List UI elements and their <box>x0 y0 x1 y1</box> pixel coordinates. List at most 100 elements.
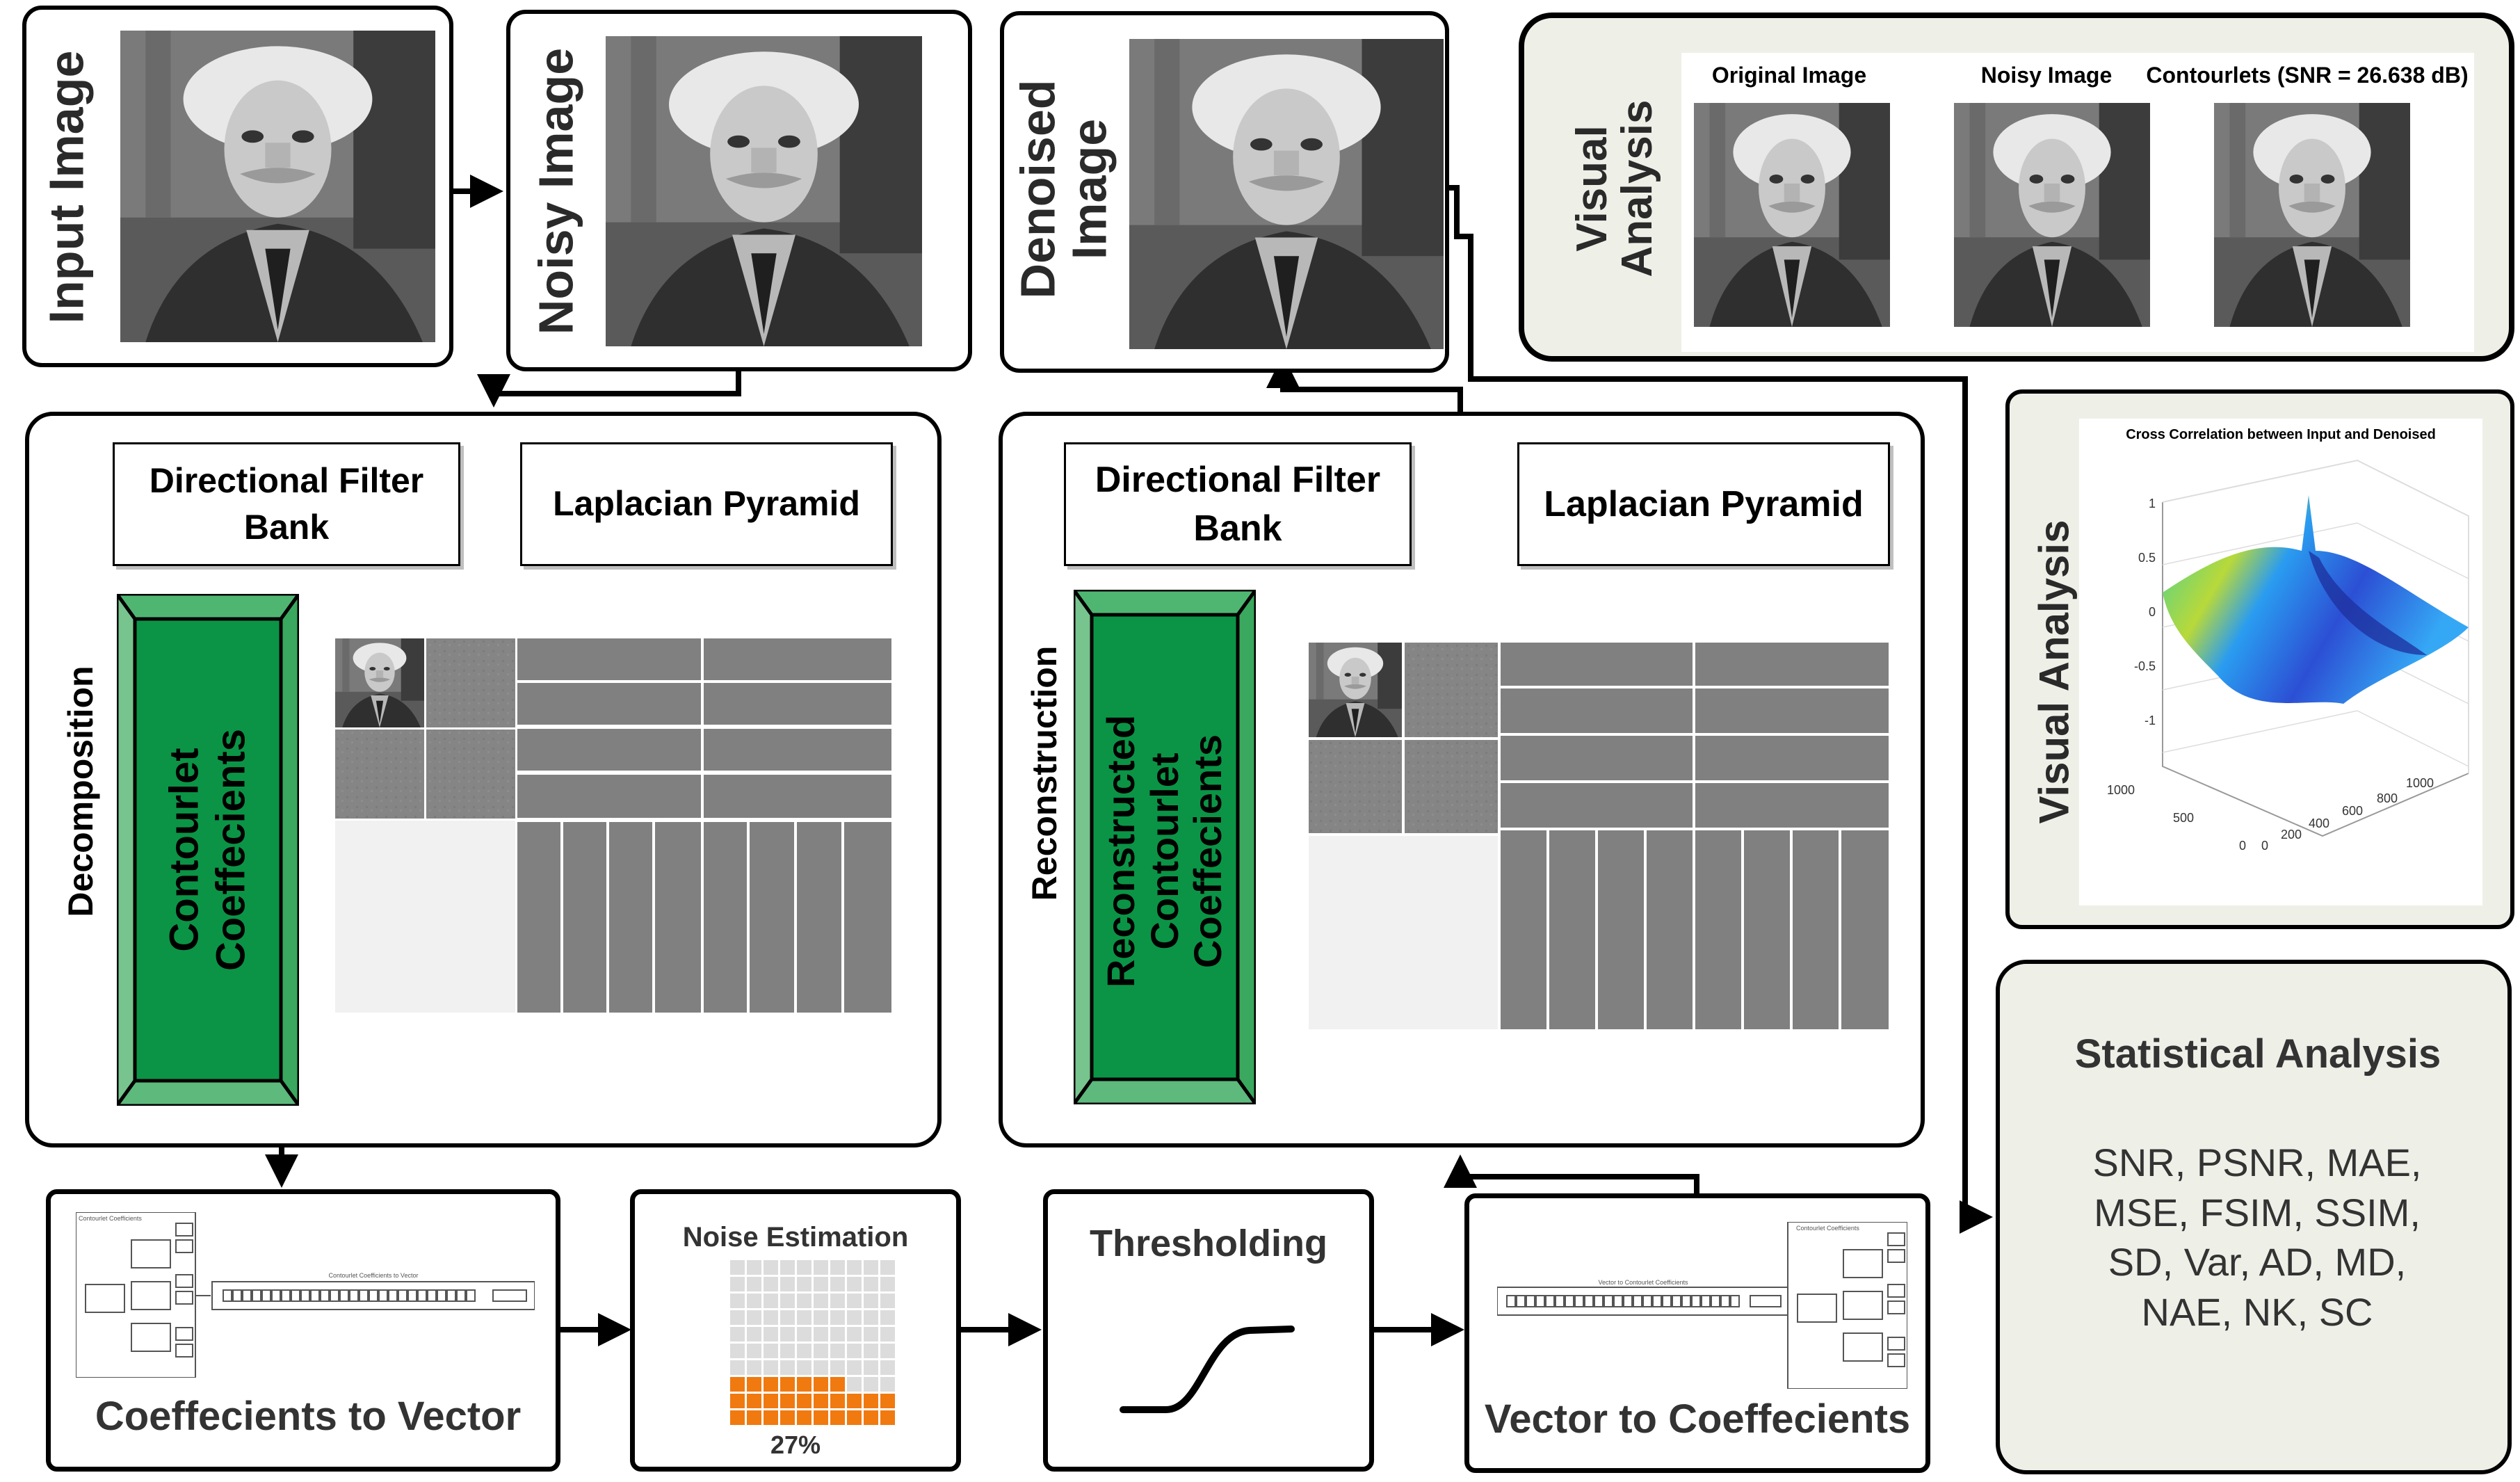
waffle-cell-empty <box>797 1327 811 1342</box>
statistical-analysis-panel: Statistical Analysis SNR, PSNR, MAE, MSE… <box>1996 960 2512 1474</box>
waffle-cell-empty <box>847 1310 862 1325</box>
waffle-cell-filled <box>880 1410 895 1425</box>
noisy-image-panel: Noisy Image <box>506 10 972 371</box>
waffle-cell-empty <box>880 1294 895 1308</box>
waffle-cell-empty <box>814 1260 828 1275</box>
waffle-cell-filled <box>730 1410 745 1425</box>
waffle-cell-empty <box>797 1294 811 1308</box>
waffle-cell-empty <box>864 1360 878 1375</box>
waffle-cell-empty <box>847 1294 862 1308</box>
grid-line <box>2357 460 2469 517</box>
arrow-recon-to-denoised <box>1266 355 1463 414</box>
arrow-denoised-to-statistical <box>1443 185 1993 1234</box>
y-tick-label: 1000 <box>2107 783 2135 797</box>
input-image <box>120 31 435 342</box>
waffle-cell-empty <box>847 1260 862 1275</box>
z-tick-label: 0 <box>2149 605 2156 619</box>
waffle-cell-empty <box>880 1327 895 1342</box>
noise-estimation-label: Noise Estimation <box>682 1222 909 1253</box>
waffle-cell-filled <box>764 1377 778 1392</box>
grid-line <box>2357 710 2469 767</box>
waffle-cell-empty <box>814 1310 828 1325</box>
waffle-cell-empty <box>864 1277 878 1291</box>
waffle-cell-empty <box>814 1277 828 1291</box>
noisy-image-thumb <box>1954 103 2150 327</box>
cross-correlation-chart: Cross Correlation between Input and Deno… <box>2079 419 2482 905</box>
reconstructed-coefficient-mosaic <box>1309 643 1889 1029</box>
original-image-title: Original Image <box>1711 63 1867 88</box>
waffle-cell-filled <box>814 1377 828 1392</box>
waffle-cell-empty <box>780 1294 795 1308</box>
statistical-analysis-title: Statistical Analysis <box>2074 1031 2441 1077</box>
waffle-cell-empty <box>830 1360 845 1375</box>
waffle-cell-filled <box>730 1377 745 1392</box>
z-tick-label: 0.5 <box>2138 551 2156 565</box>
contourlet-coefficient-mosaic <box>335 638 891 1013</box>
z-tick-label: -1 <box>2145 714 2156 727</box>
reconstructed-coefficients-block <box>1074 590 1256 1104</box>
waffle-cell-filled <box>797 1377 811 1392</box>
contourlets-title: Contourlets (SNR = 26.638 dB) <box>2146 63 2469 88</box>
waffle-cell-filled <box>747 1377 761 1392</box>
waffle-cell-empty <box>830 1260 845 1275</box>
waffle-cell-empty <box>880 1344 895 1358</box>
waffle-cell-empty <box>764 1310 778 1325</box>
waffle-cell-empty <box>814 1344 828 1358</box>
visual-analysis-chart-panel: Visual Analysis Cross Correlation betwee… <box>2005 389 2514 929</box>
metrics-line-4: NAE, NK, SC <box>2141 1290 2373 1335</box>
waffle-cell-empty <box>747 1360 761 1375</box>
waffle-cell-empty <box>797 1260 811 1275</box>
waffle-cell-empty <box>830 1327 845 1342</box>
waffle-cell-empty <box>880 1377 895 1392</box>
waffle-cell-empty <box>730 1360 745 1375</box>
waffle-cell-empty <box>847 1327 862 1342</box>
waffle-cell-empty <box>880 1277 895 1291</box>
waffle-cell-empty <box>847 1360 862 1375</box>
waffle-cell-empty <box>747 1327 761 1342</box>
arrow-v2c-to-reconstruction <box>1444 1154 1699 1193</box>
waffle-cell-empty <box>814 1294 828 1308</box>
waffle-cell-filled <box>797 1394 811 1408</box>
waffle-cell-filled <box>814 1394 828 1408</box>
waffle-cell-empty <box>780 1344 795 1358</box>
waffle-cell-empty <box>764 1360 778 1375</box>
z-tick-label: -0.5 <box>2134 659 2156 673</box>
vector-to-coefficients-schematic <box>1497 1222 1907 1389</box>
axis-frame <box>2162 502 2469 837</box>
waffle-cell-empty <box>830 1294 845 1308</box>
waffle-cell-empty <box>780 1277 795 1291</box>
waffle-cell-empty <box>747 1310 761 1325</box>
v2c-vector-label: Vector to Contourlet Coefficients <box>1598 1279 1688 1286</box>
coefficients-to-vector-box: Contourlet Coefficients Contourlet Coeff… <box>46 1189 560 1472</box>
x-tick-label: 800 <box>2377 791 2398 805</box>
waffle-cell-empty <box>864 1310 878 1325</box>
contourlets-image-thumb <box>2214 103 2410 327</box>
grid-line <box>2162 710 2358 753</box>
waffle-cell-empty <box>830 1310 845 1325</box>
decomposition-label: Decomposition <box>61 666 100 917</box>
waffle-cell-empty <box>830 1277 845 1291</box>
waffle-cell-filled <box>814 1410 828 1425</box>
arrow-noisy-to-decomposition <box>477 369 741 408</box>
waffle-cell-empty <box>797 1344 811 1358</box>
waffle-cell-empty <box>864 1260 878 1275</box>
waffle-cell-filled <box>730 1394 745 1408</box>
grid-line <box>2357 522 2469 579</box>
waffle-cell-empty <box>730 1344 745 1358</box>
laplacian-pyramid-box: Laplacian Pyramid <box>520 442 893 566</box>
vector-to-coefficients-label: Vector to Coeffecients <box>1484 1396 1911 1442</box>
waffle-cell-empty <box>864 1377 878 1392</box>
x-tick-label: 400 <box>2309 816 2329 830</box>
waffle-cell-empty <box>814 1327 828 1342</box>
surface-mesh <box>2163 495 2469 704</box>
contourlet-coefficients-block <box>117 594 299 1106</box>
waffle-cell-empty <box>764 1260 778 1275</box>
